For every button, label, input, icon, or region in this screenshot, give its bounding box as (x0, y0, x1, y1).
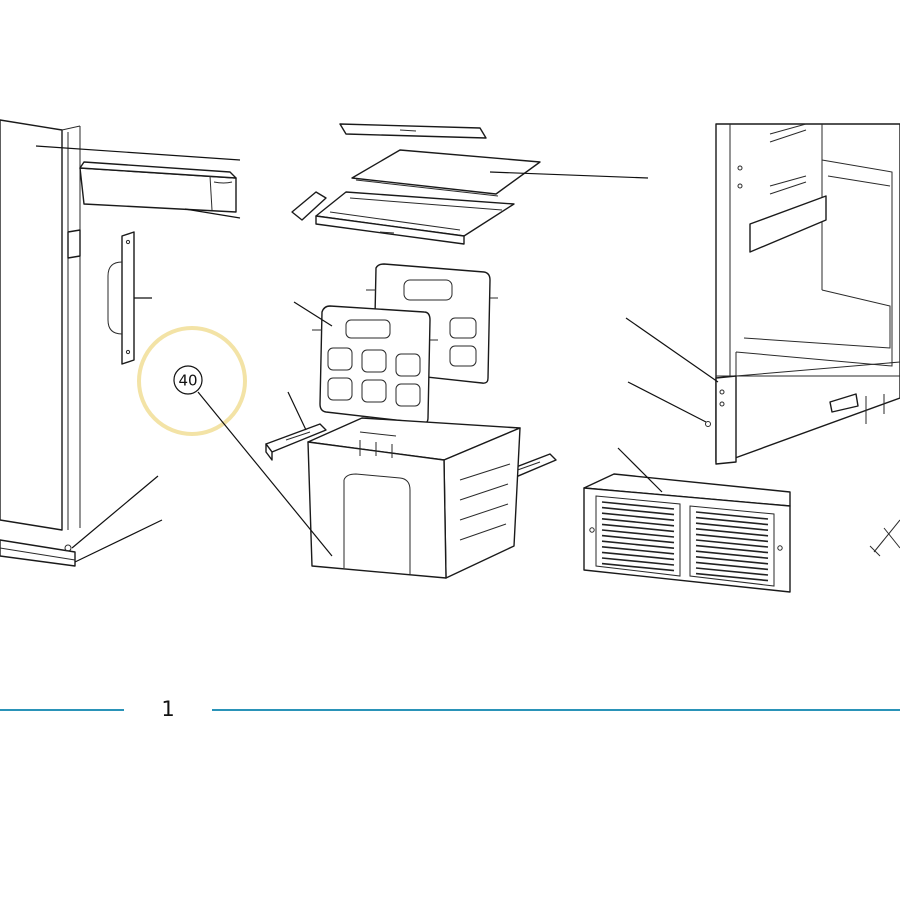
crisper-drawer (307, 417, 521, 579)
leader-line (625, 317, 719, 383)
grille-vent-slat (695, 522, 769, 531)
screw (705, 421, 711, 427)
grille-vent-slat (695, 511, 769, 520)
callout-bubble[interactable] (173, 365, 203, 395)
leader-line (287, 391, 307, 431)
door-handle (107, 231, 135, 365)
grille-vent-slat (601, 523, 675, 533)
grille-vent-slat (601, 506, 675, 516)
grille-vent-slat (695, 528, 769, 537)
crisper-divider-front (312, 305, 438, 424)
shelf-frame (291, 191, 515, 245)
grille-vent-slat (695, 539, 769, 548)
slide-rail-left (265, 423, 327, 461)
callout-leader-line (197, 391, 333, 557)
leader-line (489, 171, 649, 179)
callout-highlight-ring (137, 326, 247, 436)
page-number-label: 1 (161, 697, 175, 721)
grille-vent-slat (601, 518, 675, 527)
grille-vent-slat (601, 501, 675, 510)
grille-vent-slat (601, 540, 675, 549)
grille-vent-slat (695, 572, 769, 582)
grille-vent-slat (601, 546, 675, 555)
grille-vent-slat (695, 561, 769, 571)
leader-line (293, 301, 333, 327)
grille-vent-slat (695, 533, 769, 543)
leader-line (74, 519, 163, 563)
leader-line (184, 208, 241, 219)
door-panel (0, 119, 81, 567)
shelf-top-partial (339, 123, 487, 139)
grille-vent-slat (695, 544, 769, 554)
grille-vent-slat (601, 534, 675, 544)
kick-plate-grille (583, 473, 791, 593)
hinge-pin (869, 519, 900, 557)
leader-line (627, 381, 707, 423)
glass-shelf (351, 149, 541, 197)
grille-vent-slat (601, 551, 675, 561)
grille-vent-slat (695, 550, 769, 559)
leader-line (35, 145, 241, 161)
leader-line (71, 475, 159, 549)
grille-vent-slat (601, 512, 675, 521)
grille-vent-slat (601, 557, 675, 566)
grille-vent-slat (695, 556, 769, 565)
grille-vent-slat (601, 562, 675, 572)
cabinet-liner (715, 123, 900, 465)
door-bin (79, 161, 237, 213)
grille-vent-slat (695, 516, 769, 526)
callout-number: 40 (178, 372, 197, 390)
grille-vent-slat (601, 529, 675, 538)
leader-line (617, 447, 663, 493)
grille-vent-slat (695, 567, 769, 576)
